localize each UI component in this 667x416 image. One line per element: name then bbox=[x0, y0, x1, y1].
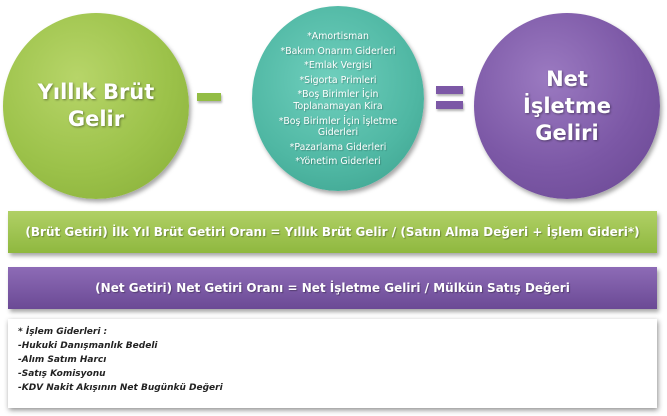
net-income-label-line1: Net bbox=[546, 66, 588, 91]
notes-item: -KDV Nakit Akışının Net Bugünkü Değeri bbox=[18, 383, 223, 393]
net-operating-income-circle: Net İşletme Geliri bbox=[474, 13, 660, 199]
expense-item: *Emlak Vergisi bbox=[304, 60, 372, 72]
gross-income-circle: Yıllık Brüt Gelir bbox=[3, 13, 189, 199]
expenses-circle: *Amortisman *Bakım Onarım Giderleri *Eml… bbox=[252, 6, 424, 191]
expense-item: *Amortisman bbox=[307, 31, 369, 43]
expense-item: *Sigorta Primleri bbox=[299, 74, 377, 86]
expense-item: *Boş Birimler İçin Toplanamayan Kira bbox=[293, 89, 383, 112]
gross-yield-formula-text: (Brüt Getiri) İlk Yıl Brüt Getiri Oranı … bbox=[25, 225, 640, 239]
expense-item: *Yönetim Giderleri bbox=[295, 156, 381, 168]
net-yield-formula-text: (Net Getiri) Net Getiri Oranı = Net İşle… bbox=[95, 281, 570, 295]
gross-income-label-line1: Yıllık Brüt bbox=[37, 80, 155, 104]
gross-income-label-line2: Gelir bbox=[67, 107, 125, 131]
expense-item: *Pazarlama Giderleri bbox=[289, 141, 387, 153]
expense-item: *Boş Birimler İçin İşletme Giderleri bbox=[278, 115, 398, 139]
equals-sign-bottom bbox=[436, 101, 463, 109]
notes-item: -Alım Satım Harcı bbox=[18, 355, 107, 365]
net-yield-formula-band: (Net Getiri) Net Getiri Oranı = Net İşle… bbox=[8, 267, 657, 309]
net-income-label-line3: Geliri bbox=[535, 120, 599, 145]
net-income-label-line2: İşletme bbox=[523, 93, 611, 118]
transaction-costs-notes: * İşlem Giderleri : -Hukuki Danışmanlık … bbox=[8, 319, 657, 408]
gross-yield-formula-band: (Brüt Getiri) İlk Yıl Brüt Getiri Oranı … bbox=[8, 211, 657, 253]
minus-sign bbox=[197, 93, 221, 101]
expense-item: *Bakım Onarım Giderleri bbox=[280, 45, 396, 57]
notes-item: -Hukuki Danışmanlık Bedeli bbox=[18, 341, 158, 351]
notes-item: -Satış Komisyonu bbox=[18, 369, 106, 379]
notes-title: * İşlem Giderleri : bbox=[18, 327, 108, 337]
equals-sign-top bbox=[436, 86, 463, 94]
